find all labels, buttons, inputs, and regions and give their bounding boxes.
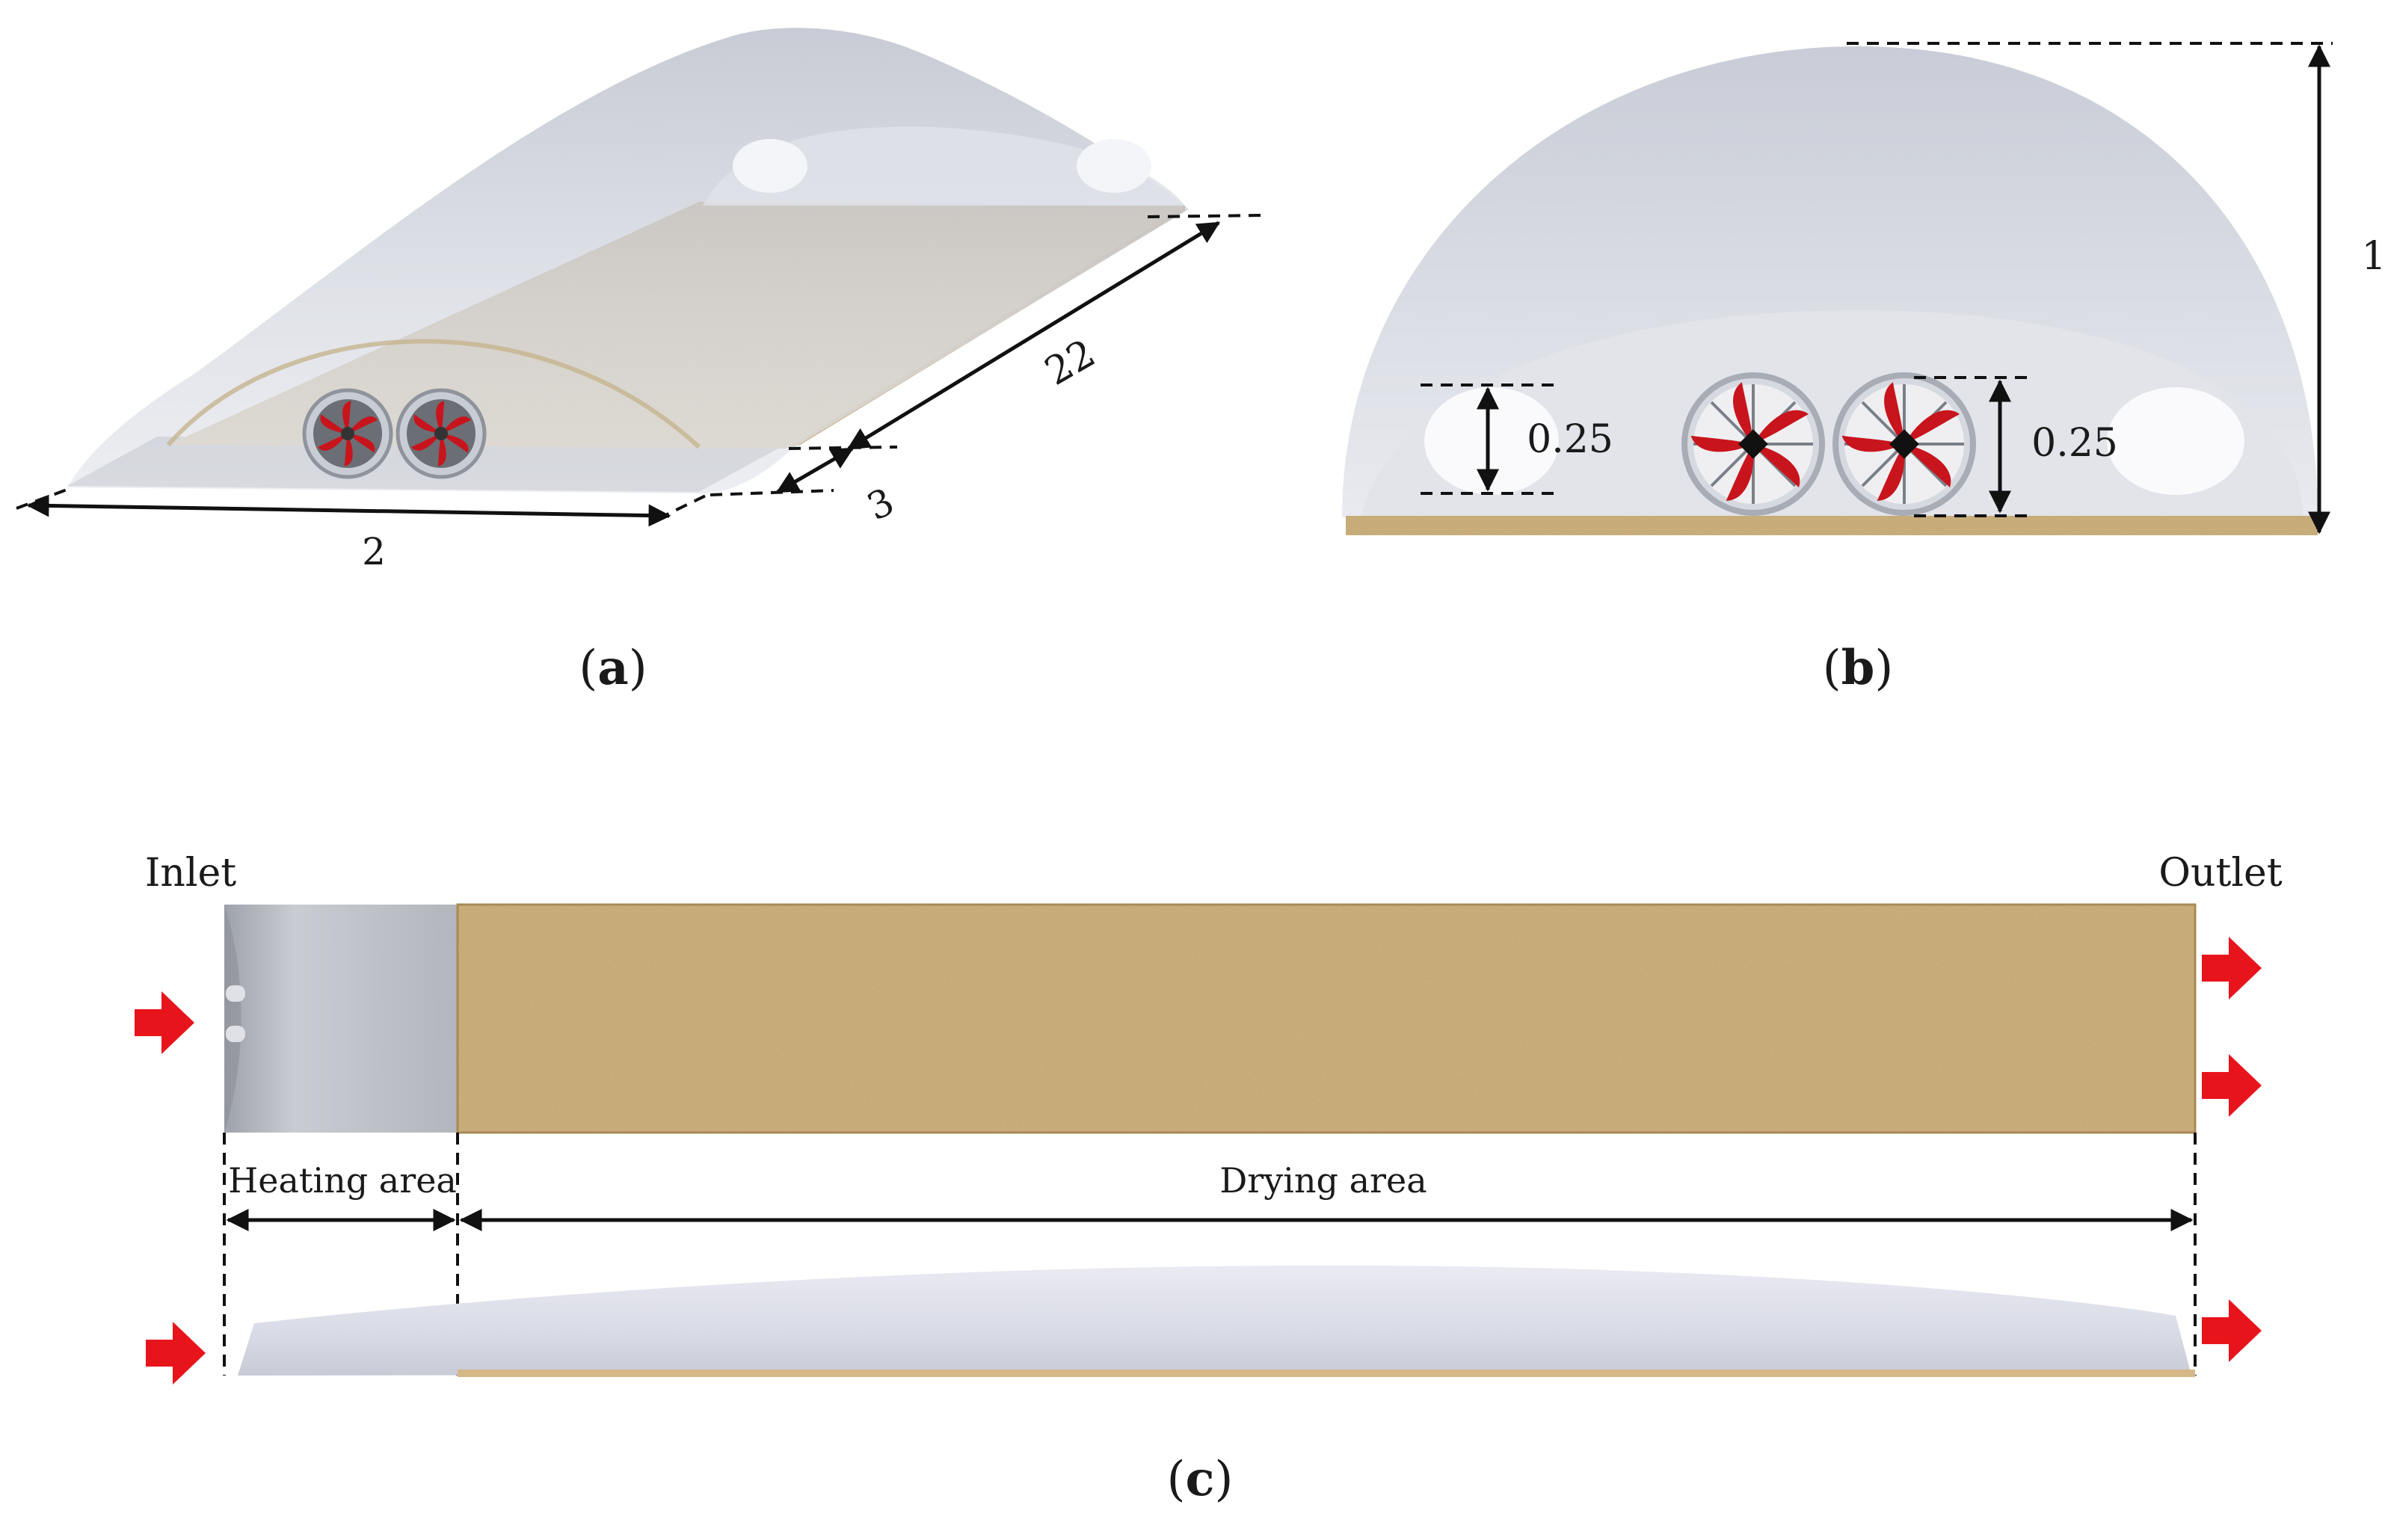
tunnel-inner-arch	[1361, 310, 2303, 517]
fan-icon	[1684, 375, 1822, 513]
inlet-label: Inlet	[145, 851, 236, 896]
plastic-film-tunnel	[67, 28, 1189, 494]
panel-b-caption: (b)	[1823, 640, 1894, 696]
outflow-arrow-icon	[2202, 1054, 2262, 1117]
panel-c-plan-and-side-view: Inlet Outlet Heating area Drying area (c…	[135, 851, 2283, 1507]
panel-c-caption: (c)	[1167, 1451, 1234, 1507]
tunnel-end-cap	[703, 126, 1185, 206]
dimension-height-label: 1	[2361, 234, 2385, 279]
sand-floor	[1346, 516, 2318, 535]
dimension-length-label: 22	[1038, 331, 1103, 395]
inflow-arrow-icon	[146, 1322, 206, 1385]
heating-area-label: Heating area	[228, 1160, 457, 1201]
drying-bed-plan	[458, 905, 2195, 1133]
fan-icon	[304, 390, 391, 477]
end-vent-left	[733, 139, 807, 193]
dimension-width-label: 2	[362, 530, 386, 573]
outflow-arrow-icon	[2202, 1299, 2262, 1362]
vent-right	[2107, 387, 2244, 495]
end-vent-right	[1077, 139, 1151, 193]
dimension-vent-label: 0.25	[1527, 417, 1613, 462]
dimension-fan-label: 0.25	[2031, 421, 2118, 466]
outlet-label: Outlet	[2158, 851, 2282, 896]
drying-area-label: Drying area	[1219, 1160, 1427, 1201]
dimension-length-line	[846, 221, 1221, 451]
fan-icon	[1835, 375, 1973, 513]
dimension-offset-line	[775, 446, 855, 494]
outflow-arrow-icon	[2202, 937, 2262, 1000]
fan-icon	[398, 390, 484, 477]
panel-a-isometric-view: 2 22 3 (a)	[16, 28, 1264, 696]
tunnel-side-profile	[238, 1265, 2191, 1376]
heating-section	[224, 905, 458, 1133]
panel-a-caption: (a)	[579, 640, 647, 696]
dimension-offset-label: 3	[861, 480, 900, 529]
panel-b-front-view: 1 0.25 0.25 (b)	[1342, 42, 2385, 696]
dimension-width-line	[26, 494, 671, 527]
inflow-arrow-icon	[135, 991, 194, 1054]
tunnel-front-arch	[166, 339, 701, 449]
sand-floor-side	[458, 1370, 2195, 1377]
